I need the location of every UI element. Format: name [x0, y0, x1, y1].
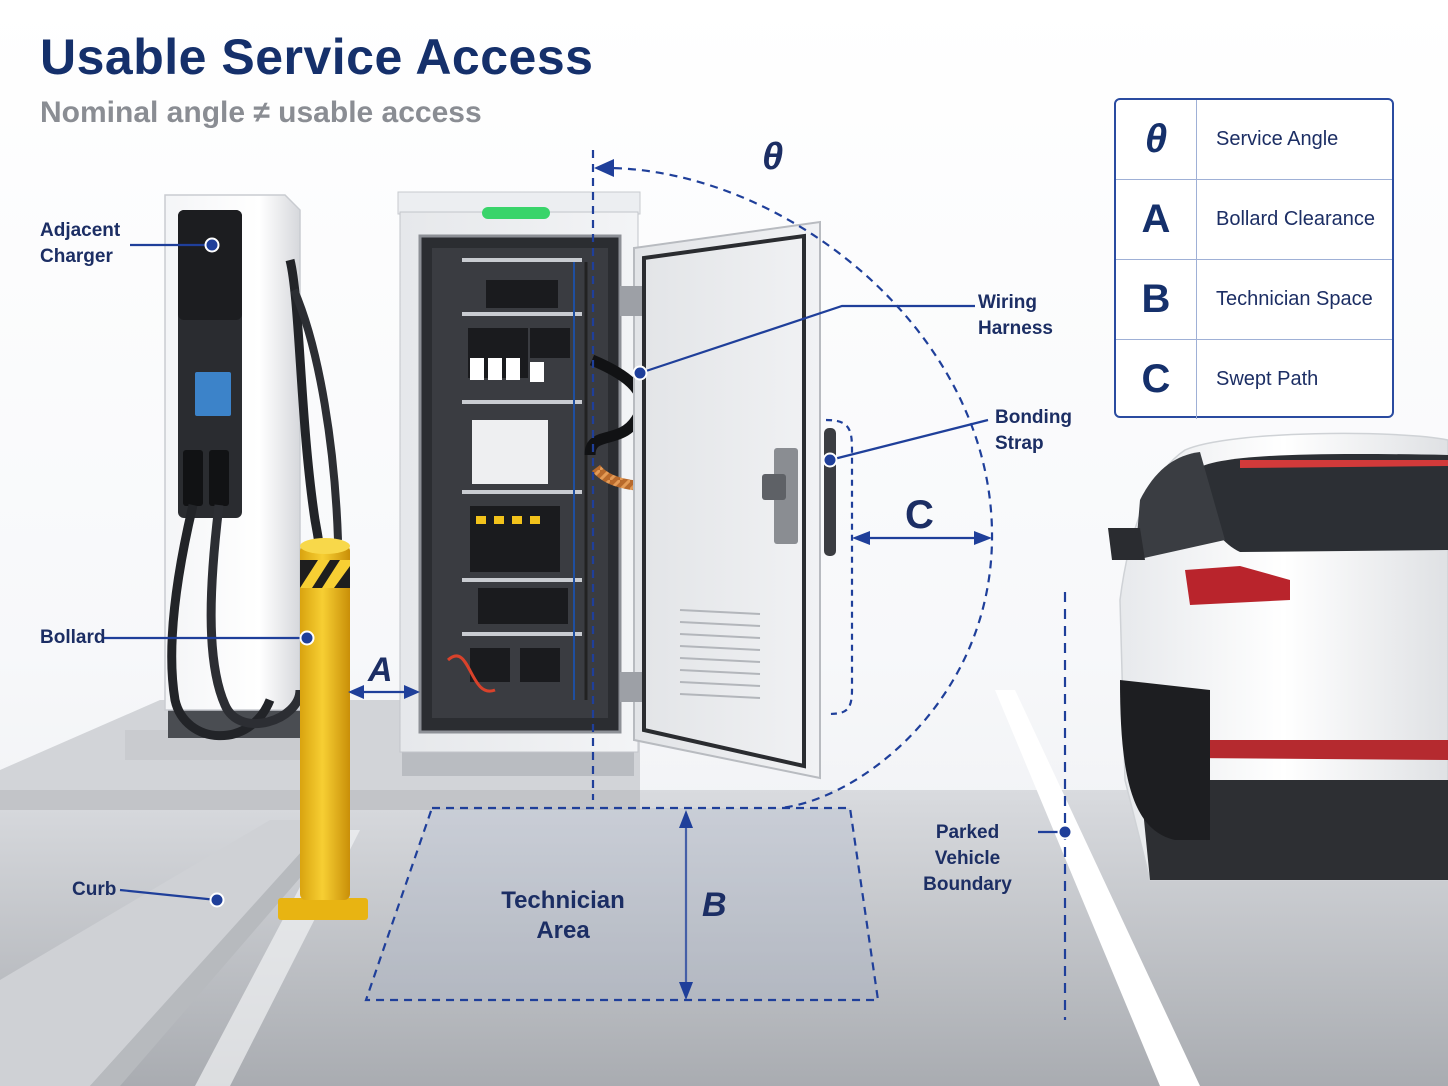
legend-symbol: A — [1116, 180, 1197, 259]
page-subtitle: Nominal angle ≠ usable access — [40, 96, 482, 129]
callout-curb: Curb — [72, 879, 117, 900]
legend-symbol: θ — [1116, 100, 1197, 179]
dimension-theta-label: θ — [762, 136, 784, 178]
parked-vehicle — [1108, 432, 1448, 881]
legend-symbol: B — [1116, 260, 1197, 339]
legend-label: Swept Path — [1216, 368, 1319, 390]
legend-row-a: A Bollard Clearance — [1116, 180, 1392, 260]
callout-bonding-strap: Bonding Strap — [995, 405, 1072, 457]
technician-area-label: Technician Area — [495, 886, 631, 946]
legend-row-b: B Technician Space — [1116, 260, 1392, 340]
callout-line: Adjacent — [40, 220, 121, 241]
legend-row-theta: θ Service Angle — [1116, 100, 1392, 180]
page-title: Usable Service Access — [40, 29, 594, 85]
legend-row-c: C Swept Path — [1116, 340, 1392, 419]
callout-line: Harness — [978, 318, 1053, 339]
callout-line: Strap — [995, 433, 1044, 454]
legend-table: θ Service Angle A Bollard Clearance B Te… — [1114, 98, 1394, 419]
legend-label: Service Angle — [1216, 128, 1339, 150]
callout-parked-vehicle-boundary: Parked Vehicle Boundary — [905, 820, 1030, 898]
legend-label: Bollard Clearance — [1216, 208, 1375, 230]
callout-bollard: Bollard — [40, 627, 106, 648]
dimension-b-label: B — [702, 886, 727, 924]
legend-label: Technician Space — [1216, 288, 1373, 310]
legend-symbol: C — [1116, 340, 1197, 419]
callout-line: Technician — [501, 887, 625, 914]
callout-line: Area — [536, 917, 590, 944]
dimension-c-label: C — [905, 493, 934, 537]
service-cabinet — [397, 191, 836, 780]
dimension-a-label: A — [368, 651, 393, 689]
callout-wiring-harness: Wiring Harness — [978, 290, 1053, 342]
adjacent-charger — [125, 194, 342, 760]
callout-line: Parked Vehicle — [934, 822, 1001, 869]
callout-line: Bonding — [995, 407, 1073, 428]
callout-line: Charger — [40, 246, 113, 267]
callout-adjacent-charger: Adjacent Charger — [40, 218, 120, 270]
callout-line: Wiring — [978, 292, 1037, 313]
callout-line: Boundary — [923, 874, 1012, 895]
